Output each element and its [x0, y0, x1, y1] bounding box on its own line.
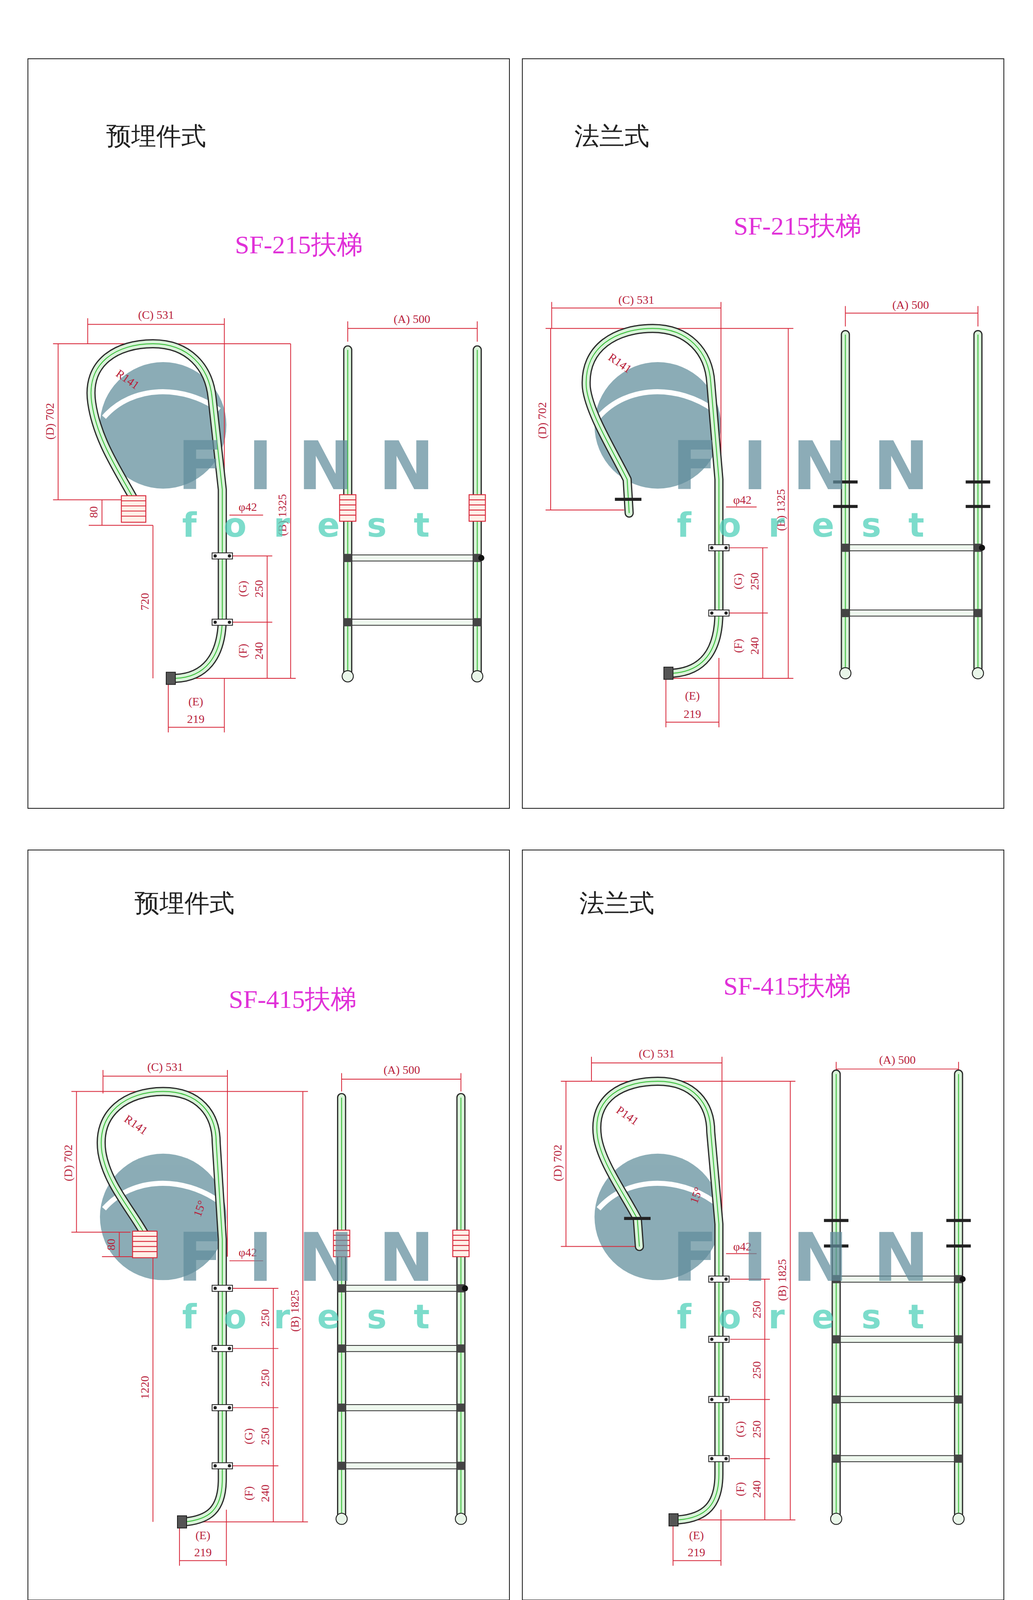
drawing-panel: 法兰式SF-415扶梯(C) 531(A) 500P141(D) 70215°φ… — [521, 849, 1005, 1600]
dimension-label: (F) — [236, 643, 250, 658]
dimension-label: (D) 702 — [43, 402, 57, 440]
model-name: SF-415扶梯 — [228, 984, 357, 1015]
dimension-label: 219 — [194, 1545, 212, 1559]
model-name: SF-215扶梯 — [234, 229, 363, 260]
dimension-label: (G) — [236, 580, 250, 597]
dimension-label: (F) — [733, 1481, 747, 1496]
dimension-label: 15° — [687, 1185, 706, 1206]
dimension-label: (E) — [195, 1528, 211, 1542]
dimension-label: 250 — [252, 579, 266, 598]
dimension-label: 250 — [258, 1427, 272, 1445]
drawing-panel: 法兰式SF-215扶梯(C) 531(A) 500R141(D) 702φ42(… — [521, 58, 1005, 809]
dimension-label: (D) 702 — [551, 1144, 565, 1181]
panel-title: 预埋件式 — [134, 888, 235, 917]
panel-title: 预埋件式 — [106, 121, 207, 150]
watermark-text: forest — [154, 508, 457, 542]
dimension-label: (D) 702 — [536, 401, 549, 439]
dimension-label: 720 — [138, 592, 152, 611]
dimension-label: R141 — [606, 350, 634, 376]
dimension-label: (C) 531 — [147, 1060, 183, 1073]
watermark-text: forest — [154, 1299, 457, 1334]
dimension-label: R141 — [113, 366, 142, 392]
panel-title: 法兰式 — [574, 121, 650, 150]
dimension-label: 1220 — [138, 1375, 152, 1399]
dimension-label: (C) 531 — [618, 293, 654, 307]
dimension-label: (E) — [684, 688, 700, 702]
dimension-label: (G) — [731, 573, 745, 590]
dimension-label: (E) — [688, 1528, 704, 1542]
drawing-panel: 预埋件式SF-215扶梯(C) 531(A) 500R141(D) 70280φ… — [27, 58, 510, 809]
dimension-label: 240 — [252, 641, 266, 660]
dimension-label: (G) — [242, 1427, 256, 1445]
dimension-label: (A) 500 — [393, 312, 431, 326]
watermark-text: FINN — [152, 1224, 460, 1291]
dimension-label: P141 — [613, 1103, 641, 1128]
dimension-label: (A) 500 — [878, 1052, 916, 1066]
dimension-label: 250 — [748, 572, 762, 590]
dimension-label: 219 — [187, 712, 205, 726]
dimension-label: (A) 500 — [892, 298, 929, 312]
drawing-panel: 预埋件式 SF-415扶梯 (C) 531 (A) 500R141 (D) 702 15°… — [27, 849, 510, 1600]
dimension-label: 240 — [258, 1484, 272, 1502]
dimension-label: (C) 531 — [137, 308, 174, 322]
dimension-label: 219 — [687, 1545, 706, 1559]
dimension-label: (G) — [733, 1420, 747, 1437]
model-name: SF-215扶梯 — [733, 211, 862, 242]
dimension-label: (F) — [242, 1485, 256, 1500]
watermark-text: FINN — [152, 432, 460, 500]
dimension-label: 250 — [750, 1419, 764, 1438]
dimension-label: 80 — [87, 506, 101, 518]
dimension-label: (D) 702 — [62, 1144, 75, 1181]
panel-title: 法兰式 — [579, 888, 655, 917]
dimension-label: 250 — [258, 1368, 272, 1387]
dimension-label: (E) — [188, 695, 204, 709]
dimension-label: 240 — [748, 636, 762, 655]
watermark-text: forest — [649, 1299, 952, 1334]
dimension-label: 15° — [191, 1198, 209, 1218]
dimension-label: 80 — [104, 1238, 118, 1251]
dimension-label: (C) 531 — [638, 1047, 675, 1061]
dimension-label: 240 — [750, 1479, 764, 1498]
dimension-label: R141 — [121, 1112, 150, 1138]
watermark-text: FINN — [646, 1224, 954, 1291]
watermark-text: FINN — [646, 432, 954, 500]
dimension-label: (A) 500 — [383, 1063, 421, 1077]
watermark-text: forest — [649, 508, 952, 542]
dimension-label: 250 — [750, 1360, 764, 1379]
dimension-label: (F) — [731, 638, 745, 653]
model-name: SF-415扶梯 — [723, 971, 852, 1001]
dimension-label: 219 — [683, 707, 702, 721]
